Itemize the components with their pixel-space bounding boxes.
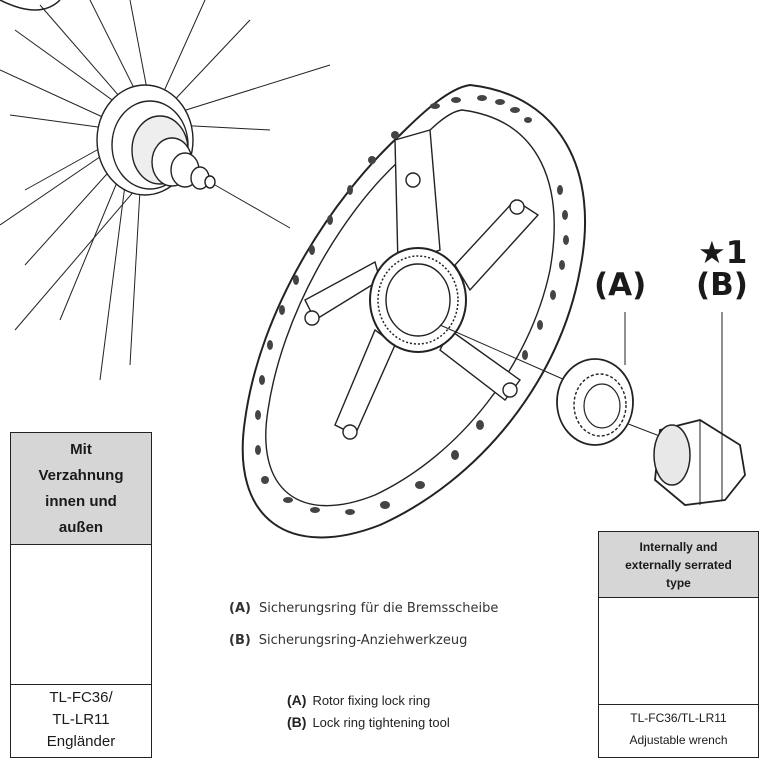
lock-ring-guide-line [439,324,566,381]
tool-table-left-footer: TL-FC36/ TL-LR11 Engländer [11,685,151,753]
tightening-tool-part [653,419,746,506]
tool-table-left: Mit Verzahnung innen und außen TL-FC36/ … [10,432,152,758]
legend-de-b-text: Sicherungsring-Anziehwerkzeug [258,633,468,648]
tool-table-left-footer-line: TL-FC36/ [49,689,113,706]
legend-en-a-text: Rotor fixing lock ring [312,693,431,708]
tool-table-right-header: Internally and externally serrated type [599,532,758,598]
tool-table-left-header-line: innen und [45,492,117,510]
legend-de-a-key: (A) [229,601,251,616]
tool-table-left-footer-line: TL-LR11 [52,711,110,728]
tool-table-left-header-line: Verzahnung [38,466,124,484]
legend-de-b: (B) Sicherungsring-Anziehwerkzeug [229,633,467,648]
wheel-spokes [0,0,331,381]
legend-en-a: (A) Rotor fixing lock ring [287,692,430,708]
tool-table-right-header-line: externally serrated [625,557,732,572]
tool-table-right-header-line: type [666,575,691,590]
legend-de-b-key: (B) [229,633,251,648]
legend-de-a-text: Sicherungsring für die Bremsscheibe [258,601,499,616]
callout-star: ★1 [698,235,748,271]
tool-table-left-header: Mit Verzahnung innen und außen [11,433,151,545]
tool-table-right: Internally and externally serrated type … [598,531,759,758]
tool-table-left-image [11,545,151,685]
tool-table-right-footer: TL-FC36/TL-LR11 Adjustable wrench [599,705,758,751]
tool-table-left-footer-line: Engländer [46,733,116,750]
axle-guide-line [214,184,291,229]
legend-en-a-key: (A) [287,692,307,708]
hub [96,84,216,196]
legend-en-b-key: (B) [287,714,307,730]
tool-table-right-header-line: Internally and [639,539,718,554]
brake-rotor [241,83,587,539]
tool-table-left-header-line: außen [58,518,104,536]
tool-table-right-footer-line: TL-FC36/TL-LR11 [630,711,727,725]
legend-en-b-text: Lock ring tightening tool [312,715,450,730]
legend-en-b: (B) Lock ring tightening tool [287,714,450,730]
wheel-rim [0,0,61,11]
tool-table-right-footer-line: Adjustable wrench [629,733,728,747]
callout-b: (B) [696,267,748,303]
legend-de-a: (A) Sicherungsring für die Bremsscheibe [229,601,498,616]
lock-ring-part [556,358,634,446]
callout-a: (A) [594,267,647,303]
tool-table-left-header-line: Mit [70,440,92,458]
tool-table-right-image [599,598,758,705]
